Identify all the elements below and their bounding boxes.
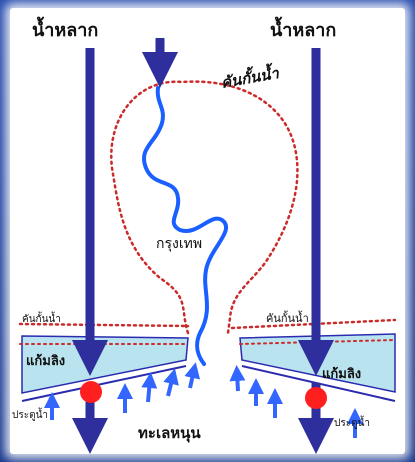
gate-label-right: ประตูน้ำ <box>334 415 370 429</box>
monkey-cheek-label-right: แก้มลิง <box>322 366 361 382</box>
surge-arrow <box>148 380 150 402</box>
dike-label-right: คันกั้นน้ำ <box>266 310 309 325</box>
flood-gate-left <box>80 381 102 403</box>
dike-label-left: คันกั้นน้ำ <box>22 311 61 325</box>
city-label: กรุงเทพ <box>156 236 202 252</box>
gate-label-left: ประตูน้ำ <box>12 407 48 421</box>
dike-label-top: คันกั้นน้ำ <box>219 61 282 92</box>
river-chao-phraya <box>144 88 226 364</box>
monkey-cheek-label-left: แก้มลิง <box>26 353 65 369</box>
flood-label-left: น้ำหลาก <box>32 16 98 41</box>
sea-label: ทะเลหนุน <box>138 424 201 443</box>
surge-arrow <box>168 376 173 396</box>
flood-diagram: น้ำหลาก น้ำหลาก คันกั้นน้ำ กรุงเทพ คันกั… <box>10 8 405 454</box>
surge-arrow <box>190 370 194 388</box>
flood-label-right: น้ำหลาก <box>270 16 336 41</box>
surge-arrow <box>237 373 238 391</box>
diagram-panel: น้ำหลาก น้ำหลาก คันกั้นน้ำ กรุงเทพ คันกั… <box>10 8 405 454</box>
flood-gate-right <box>305 387 327 409</box>
